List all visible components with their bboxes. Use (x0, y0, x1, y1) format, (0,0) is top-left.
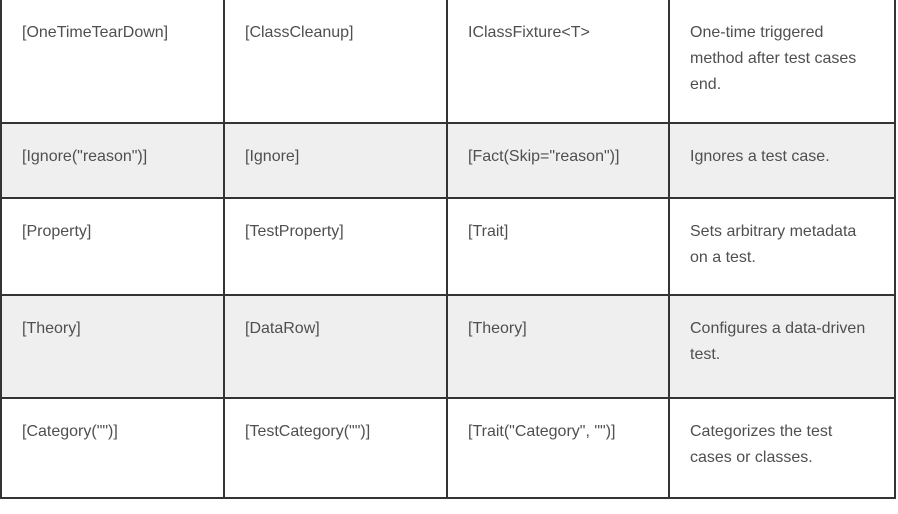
cell-xunit-attribute: [Trait("Category", "")] (446, 397, 670, 499)
table-row: [Property] [TestProperty] [Trait] Sets a… (0, 197, 896, 296)
cell-mstest-attribute: [ClassCleanup] (223, 0, 448, 124)
table-row: [Category("")] [TestCategory("")] [Trait… (0, 397, 896, 499)
cell-mstest-attribute: [TestProperty] (223, 197, 448, 296)
cell-description: Categorizes the test cases or classes. (668, 397, 896, 499)
cell-xunit-attribute: IClassFixture<T> (446, 0, 670, 124)
table-row: [Ignore("reason")] [Ignore] [Fact(Skip="… (0, 122, 896, 199)
cell-mstest-attribute: [TestCategory("")] (223, 397, 448, 499)
cell-mstest-attribute: [Ignore] (223, 122, 448, 199)
cell-mstest-attribute: [DataRow] (223, 294, 448, 399)
comparison-table-body: [OneTimeTearDown] [ClassCleanup] IClassF… (0, 0, 896, 499)
cell-description: One-time triggered method after test cas… (668, 0, 896, 124)
table-row: [Theory] [DataRow] [Theory] Configures a… (0, 294, 896, 399)
cell-description: Sets arbitrary metadata on a test. (668, 197, 896, 296)
cell-description: Ignores a test case. (668, 122, 896, 199)
attribute-comparison-table: [OneTimeTearDown] [ClassCleanup] IClassF… (0, 0, 896, 499)
cell-nunit-attribute: [Ignore("reason")] (0, 122, 225, 199)
cell-nunit-attribute: [OneTimeTearDown] (0, 0, 225, 124)
cell-xunit-attribute: [Fact(Skip="reason")] (446, 122, 670, 199)
table-row: [OneTimeTearDown] [ClassCleanup] IClassF… (0, 0, 896, 124)
cell-xunit-attribute: [Trait] (446, 197, 670, 296)
cell-xunit-attribute: [Theory] (446, 294, 670, 399)
cell-nunit-attribute: [Category("")] (0, 397, 225, 499)
cell-nunit-attribute: [Property] (0, 197, 225, 296)
cell-nunit-attribute: [Theory] (0, 294, 225, 399)
cell-description: Configures a data-driven test. (668, 294, 896, 399)
